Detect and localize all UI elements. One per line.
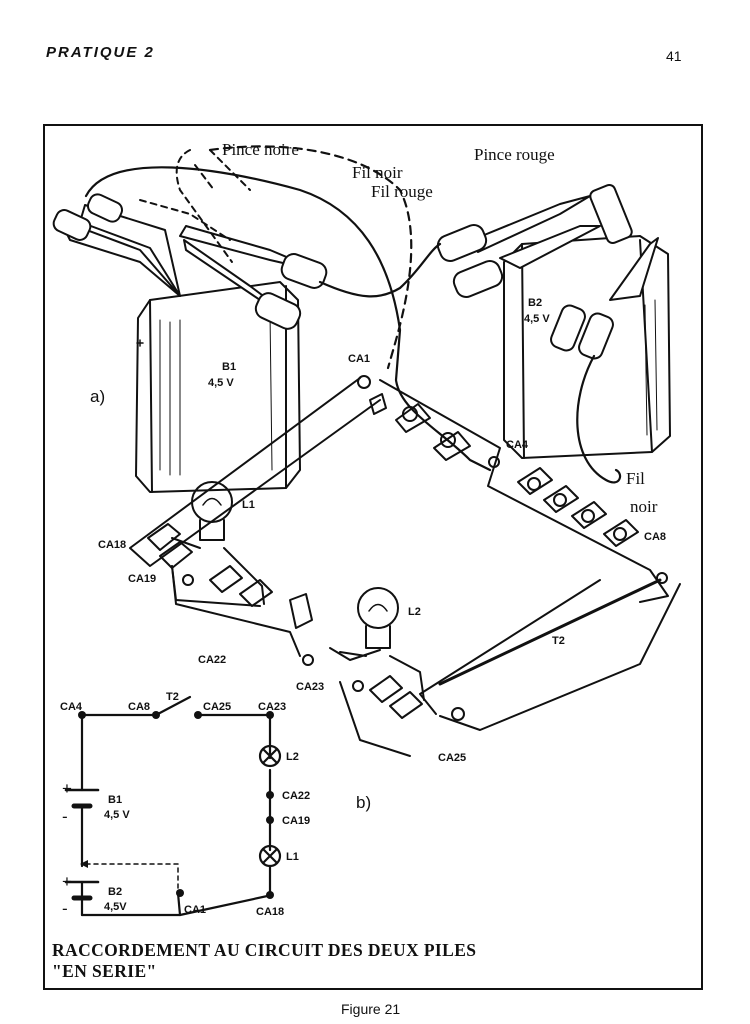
schematic-ca22: CA22	[282, 790, 310, 802]
circuit-board	[129, 377, 681, 757]
caption-line-1: RACCORDEMENT AU CIRCUIT DES DEUX PILES	[52, 940, 477, 960]
schematic-b2-voltage: 4,5V	[104, 901, 127, 913]
lamp-l2-drawing	[339, 587, 425, 701]
panel-label-a: a)	[90, 387, 105, 406]
figure-caption: RACCORDEMENT AU CIRCUIT DES DEUX PILES "…	[52, 940, 476, 982]
lamp-l2-label: L2	[408, 606, 421, 618]
battery-b1-voltage: 4,5 V	[208, 377, 234, 389]
terminal-lugs	[147, 375, 668, 721]
terminal-ca25: CA25	[438, 752, 466, 764]
caption-line-2: "EN SERIE"	[52, 961, 157, 981]
battery-b2-name: B2	[528, 297, 542, 309]
schematic-ca19: CA19	[282, 815, 310, 827]
figure-frame	[43, 124, 703, 990]
terminal-ca18: CA18	[98, 539, 126, 551]
terminal-ca22: CA22	[198, 654, 226, 666]
terminal-ca19: CA19	[128, 573, 156, 585]
schematic-t2: T2	[166, 691, 179, 703]
page-number: 41	[666, 48, 682, 64]
schematic-b1-voltage: 4,5 V	[104, 809, 130, 821]
battery-b1-name: B1	[222, 361, 236, 373]
schematic-ca1: CA1	[184, 904, 206, 916]
wire-black-right	[576, 354, 622, 484]
schematic-ca8: CA8	[128, 701, 150, 713]
schematic-b1-name: B1	[108, 794, 122, 806]
battery-b1	[135, 281, 301, 493]
schematic-ca25: CA25	[203, 701, 231, 713]
schematic-ca18: CA18	[256, 906, 284, 918]
terminal-ca23: CA23	[296, 681, 324, 693]
section-title: PRATIQUE 2	[46, 44, 155, 61]
schematic-l1: L1	[286, 851, 299, 863]
wire-red	[318, 242, 442, 298]
schematic-b2-name: B2	[108, 886, 122, 898]
schematic-ca4: CA4	[60, 701, 83, 713]
figure-number: Figure 21	[341, 1001, 401, 1017]
panel-label-b: b)	[356, 793, 371, 812]
terminal-ca8: CA8	[644, 531, 666, 543]
wire-black-top	[84, 166, 492, 472]
label-clip-red: Pince rouge	[474, 145, 555, 164]
schematic-b2-minus: -	[62, 899, 68, 918]
schematic-b	[64, 695, 282, 917]
schematic-b1-minus: -	[62, 807, 68, 826]
switch-t2-drawing	[438, 578, 662, 686]
schematic-b1-plus: +	[62, 779, 72, 798]
terminal-ca1: CA1	[348, 353, 370, 365]
lamp-l1-drawing	[171, 481, 265, 605]
switch-t2-label: T2	[552, 635, 565, 647]
battery-b2-voltage: 4,5 V	[524, 313, 550, 325]
label-wire-red: Fil rouge	[371, 182, 433, 201]
clips	[52, 183, 659, 360]
label-wire-black-top: Fil noir	[352, 163, 403, 182]
schematic-ca23: CA23	[258, 701, 286, 713]
label-wire-black-right-1: Fil	[626, 469, 645, 488]
label-wire-black-right-2: noir	[630, 497, 658, 516]
schematic-l2: L2	[286, 751, 299, 763]
wire-black-dashed	[208, 145, 413, 370]
terminal-ca4: CA4	[506, 439, 529, 451]
lamp-l1-label: L1	[242, 499, 255, 511]
schematic-b2-plus: +	[62, 872, 72, 891]
label-clip-black: Pince noire	[222, 140, 299, 159]
